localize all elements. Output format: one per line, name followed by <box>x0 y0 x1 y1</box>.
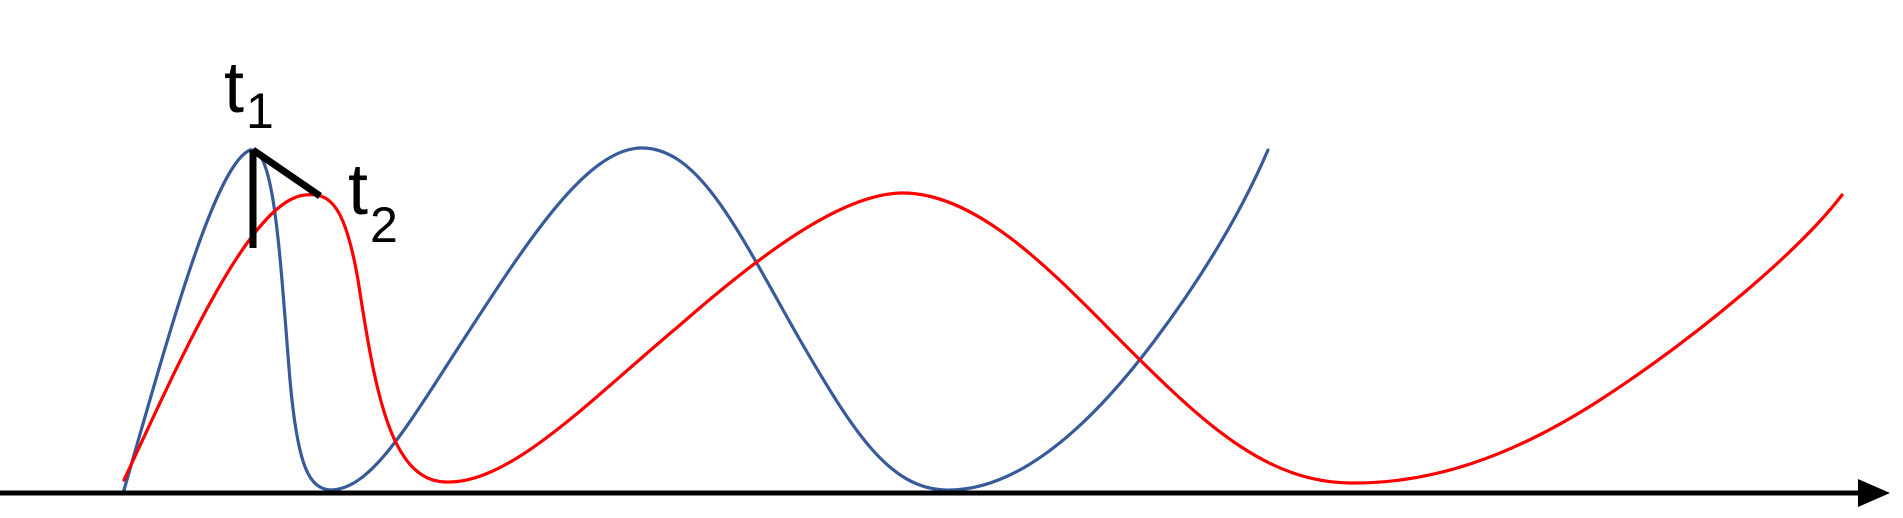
t2-label-subscript: 2 <box>370 197 398 253</box>
t1-label: t1 <box>224 48 274 139</box>
t1-label-subscript: 1 <box>246 83 274 139</box>
t2-label: t2 <box>348 150 398 253</box>
t2-label-main: t <box>348 150 368 230</box>
axis-arrowhead-icon <box>1858 479 1890 507</box>
blue-wave-curve <box>122 146 1270 492</box>
red-wave-curve <box>122 191 1844 485</box>
t1-label-main: t <box>224 48 244 128</box>
t1-to-t2-diagonal-marker <box>251 147 322 199</box>
